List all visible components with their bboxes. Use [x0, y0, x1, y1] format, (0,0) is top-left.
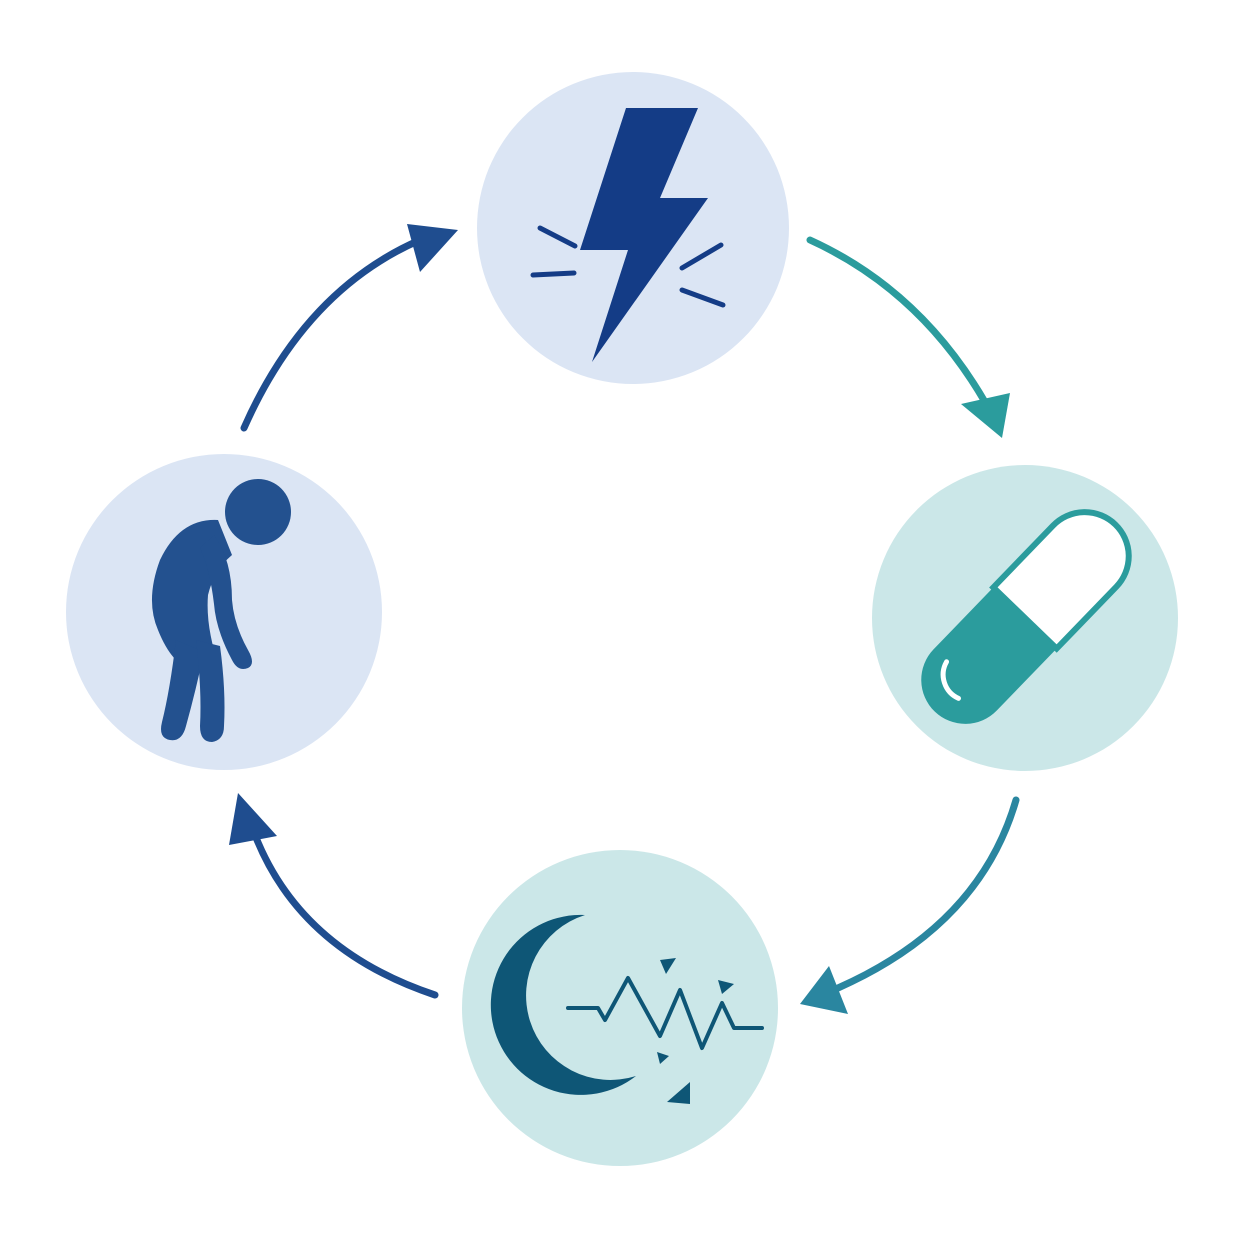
node-medication: [872, 465, 1178, 771]
hunched-tired-person-icon: [151, 479, 291, 742]
lightning-bolt-pain-icon: [530, 108, 726, 362]
node-pain: [477, 72, 789, 384]
moon-disrupted-sleep-icon: [490, 914, 764, 1104]
capsule-pill-icon: [921, 509, 1132, 724]
arrow-medication-to-poor-sleep: [800, 796, 1020, 1014]
node-fatigue: [66, 454, 382, 770]
arrow-pain-to-medication: [806, 236, 1010, 438]
arrow-fatigue-to-pain: [240, 224, 458, 432]
node-poor-sleep: [462, 850, 778, 1166]
arrow-poor-sleep-to-fatigue: [229, 793, 439, 999]
